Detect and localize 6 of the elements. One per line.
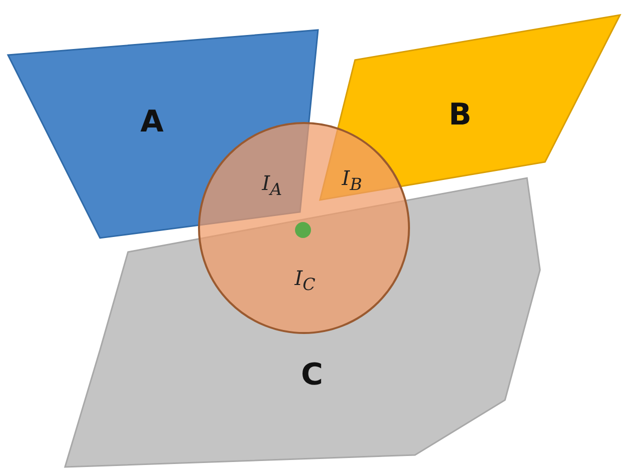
region-label: I$_{B}$ bbox=[342, 166, 362, 194]
region-letter: B bbox=[448, 98, 472, 132]
region-label: I$_{A}$ bbox=[262, 171, 282, 199]
region-letter: C bbox=[300, 358, 324, 392]
region-letter: A bbox=[140, 104, 164, 140]
region-label: I$_{C}$ bbox=[294, 266, 316, 294]
